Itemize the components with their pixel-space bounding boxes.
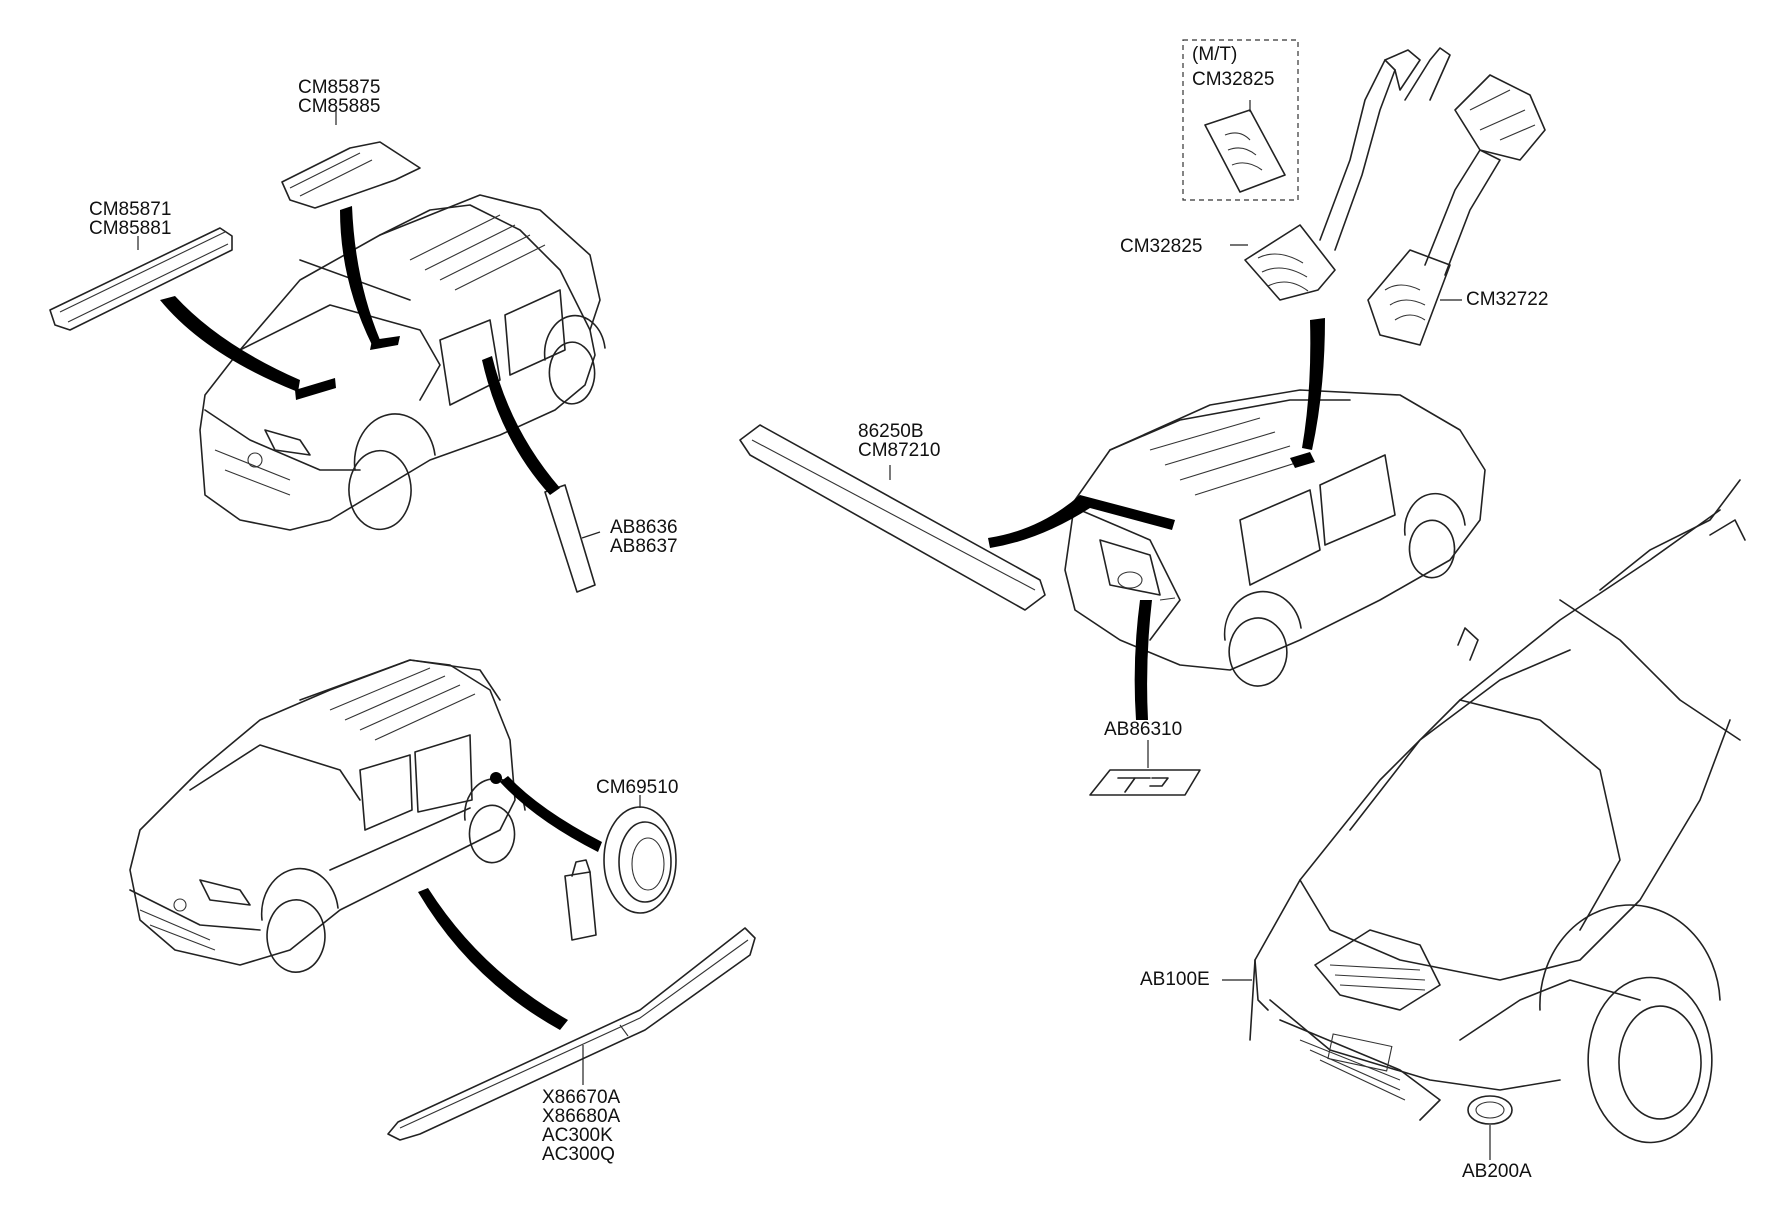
marker-hood <box>295 378 336 400</box>
label-x86680a: X86680A <box>542 1106 621 1127</box>
label-side-sill-group: X86670A X86680A AC300K AC300Q <box>542 1088 620 1164</box>
pointer-badge <box>1134 600 1152 720</box>
label-cm32722: CM32722 <box>1466 289 1549 310</box>
label-cm85885: CM85885 <box>298 96 381 117</box>
label-cm87210: CM87210 <box>858 440 941 461</box>
part-badge-tp <box>1089 769 1201 796</box>
part-ab8636-molding <box>544 484 596 593</box>
label-mt-group: (M/T) CM32825 <box>1192 45 1274 89</box>
pointer-pedals <box>1302 318 1325 450</box>
label-ab8636: AB8636 <box>610 517 678 538</box>
label-cm85871-group: CM85871 CM85881 <box>89 200 171 238</box>
pedal-assembly <box>1244 47 1546 346</box>
car-front-bottom-left <box>129 659 526 973</box>
marker-roof <box>370 336 400 350</box>
pointer-cm85871 <box>160 296 300 392</box>
car-rear-middle <box>1064 389 1486 687</box>
label-cm85881: CM85881 <box>89 218 172 239</box>
label-cm85875-group: CM85875 CM85885 <box>298 78 380 116</box>
part-cm85875-strip <box>281 141 421 209</box>
label-ac300k: AC300K <box>542 1125 613 1146</box>
pointer-spoiler <box>988 495 1175 548</box>
label-ab8636-group: AB8636 AB8637 <box>610 518 678 556</box>
part-cm69510-fuel-door <box>564 806 677 941</box>
label-ac300q: AC300Q <box>542 1144 615 1165</box>
label-86250b: 86250B <box>858 421 924 442</box>
car-front-large <box>1249 479 1746 1144</box>
mt-pedal-box <box>1182 39 1299 201</box>
label-ab100e: AB100E <box>1140 969 1210 990</box>
part-cm85871-strip <box>49 227 233 331</box>
pointer-cm85875 <box>340 206 380 345</box>
label-cm85871: CM85871 <box>89 199 172 220</box>
pointer-ab8636 <box>482 356 560 495</box>
label-ab8637: AB8637 <box>610 536 678 557</box>
part-rear-spoiler <box>739 424 1046 611</box>
label-ab200a: AB200A <box>1462 1161 1532 1182</box>
part-side-sill <box>387 927 756 1141</box>
label-cm32825-mt: CM32825 <box>1192 69 1275 90</box>
label-spoiler-group: 86250B CM87210 <box>858 422 940 460</box>
car-front-top-left <box>199 194 606 531</box>
label-mt: (M/T) <box>1192 44 1238 65</box>
label-x86670a: X86670A <box>542 1087 621 1108</box>
fuel-door-marker <box>490 772 502 784</box>
label-ab86310: AB86310 <box>1104 719 1183 740</box>
label-cm69510: CM69510 <box>596 777 679 798</box>
label-cm85875: CM85875 <box>298 77 381 98</box>
label-cm32825: CM32825 <box>1120 236 1203 257</box>
pointer-cm69510 <box>500 776 602 852</box>
pointer-side-sill <box>418 888 568 1030</box>
marker-roof-rear <box>1290 452 1315 468</box>
